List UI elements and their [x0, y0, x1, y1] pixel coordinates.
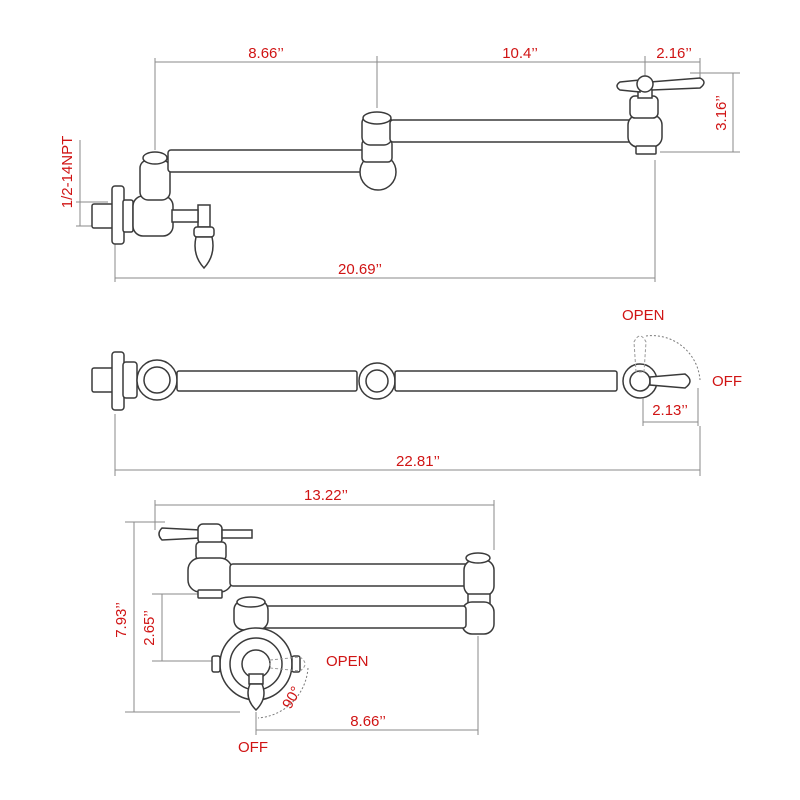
- dim-overall-top: 22.81’’: [396, 453, 440, 470]
- dim-overall-side: 20.69’’: [338, 261, 382, 278]
- side-view: 8.66’’ 10.4’’ 2.16’’ 3.16’’ 1/2-14NPT 20…: [59, 45, 740, 282]
- dim-right-height: 3.16’’: [713, 95, 730, 131]
- dim-folded-inner-height: 2.65’’: [141, 610, 158, 646]
- label-off-folded: OFF: [238, 739, 268, 756]
- dim-thread: 1/2-14NPT: [59, 136, 76, 209]
- dim-folded-height: 7.93’’: [113, 602, 130, 638]
- folded-view: 13.22’’ 7.93’’ 2.65’’ OPEN OFF 90° 8.66’…: [113, 487, 495, 756]
- dim-folded-width: 13.22’’: [304, 487, 348, 504]
- label-open-top: OPEN: [622, 307, 665, 324]
- dim-top-mid: 10.4’’: [502, 45, 538, 62]
- dim-folded-lower: 8.66’’: [350, 713, 386, 730]
- top-view: OPEN OFF 2.13’’ 22.81’’: [91, 307, 742, 476]
- dim-top-right: 2.16’’: [656, 45, 692, 62]
- label-open-folded: OPEN: [326, 653, 369, 670]
- label-off-top: OFF: [712, 373, 742, 390]
- dim-handle: 2.13’’: [652, 402, 688, 419]
- dim-top-left: 8.66’’: [248, 45, 284, 62]
